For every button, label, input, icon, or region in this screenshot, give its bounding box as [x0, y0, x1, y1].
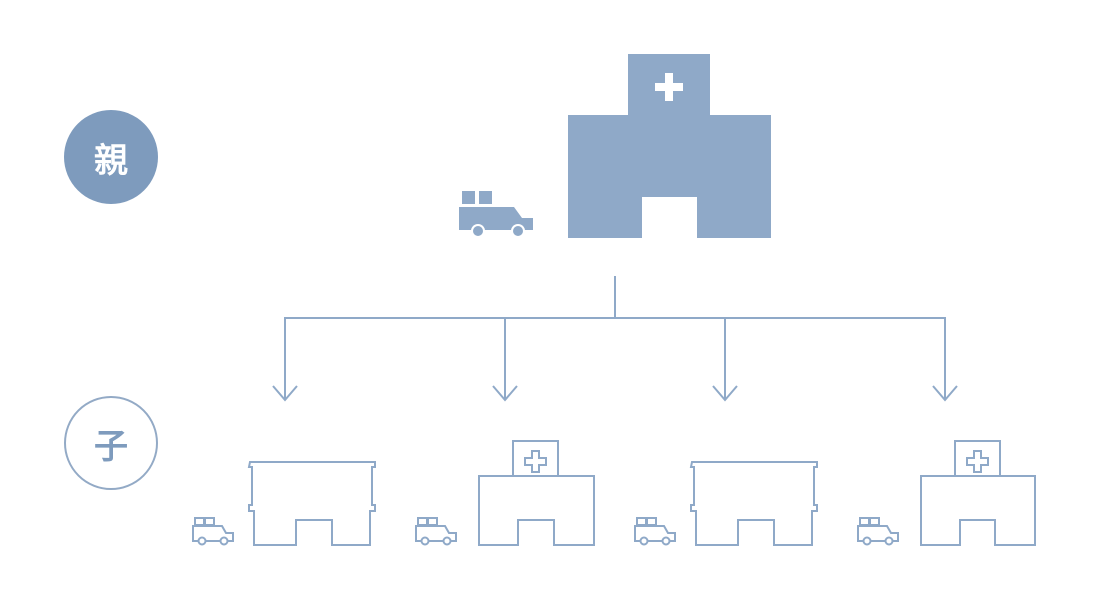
- child-hospital-icon-2: [415, 440, 595, 546]
- arrow-down-icon: [492, 318, 518, 402]
- arrow-down-icon: [712, 318, 738, 402]
- child-delivery-truck-icon-1: [192, 517, 234, 546]
- parent-delivery-truck-icon: [459, 191, 533, 238]
- child-delivery-truck-icon-3: [634, 517, 676, 546]
- child-delivery-truck-icon-2: [415, 517, 457, 546]
- connector-lines: [272, 276, 958, 402]
- child-label: 子: [94, 426, 128, 467]
- child-building-icon-3: [634, 461, 818, 546]
- arrow-down-icon: [932, 318, 958, 402]
- child-hospital-icon-4: [857, 440, 1036, 546]
- parent-badge: 親: [64, 110, 158, 204]
- parent-label: 親: [94, 140, 128, 181]
- arrow-down-icon: [272, 318, 298, 402]
- child-badge: 子: [64, 396, 158, 490]
- child-delivery-truck-icon-4: [857, 517, 899, 546]
- parent-hospital-icon: [568, 54, 771, 238]
- child-building-icon-1: [192, 461, 376, 546]
